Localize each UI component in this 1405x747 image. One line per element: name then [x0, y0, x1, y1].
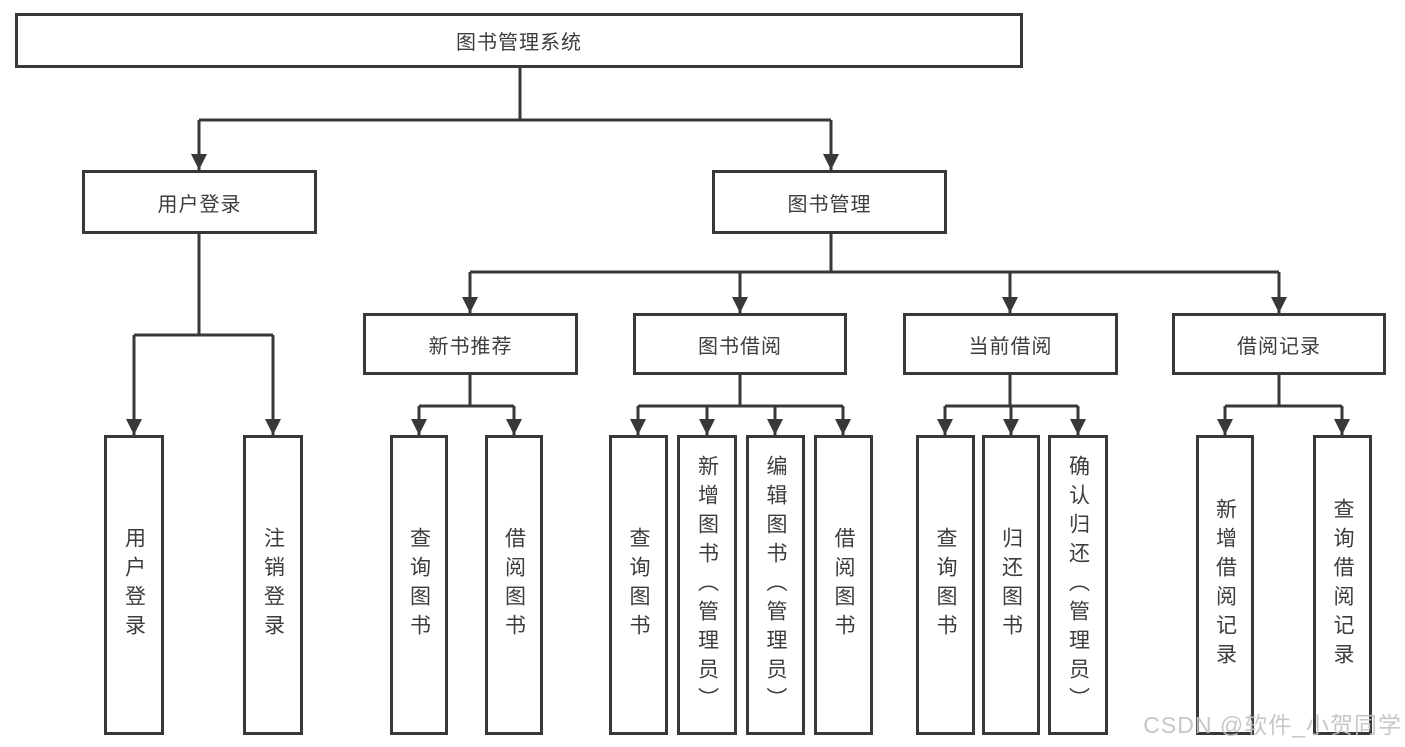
node-user-login-label: 用户登录 [157, 193, 242, 216]
leaf-query-books-2: 查询图书 [609, 435, 668, 735]
leaf-edit-books-admin: 编辑图书（管理员） [746, 435, 805, 735]
leaf-borrow-books-1: 借阅图书 [485, 435, 543, 735]
leaf-add-borrow-record: 新增借阅记录 [1196, 435, 1254, 735]
node-user-login: 用户登录 [82, 170, 317, 234]
node-borrow-records-label: 借阅记录 [1237, 335, 1321, 358]
node-borrow-records: 借阅记录 [1172, 313, 1386, 375]
leaf-user-login-label: 用户登录 [122, 527, 146, 643]
leaf-borrow-books-2: 借阅图书 [814, 435, 873, 735]
leaf-logout-label: 注销登录 [261, 527, 285, 643]
leaf-user-login: 用户登录 [104, 435, 164, 735]
leaf-add-books-admin-label: 新增图书（管理员） [695, 454, 719, 716]
node-new-book-recommend: 新书推荐 [363, 313, 578, 375]
leaf-confirm-return-admin: 确认归还（管理员） [1048, 435, 1108, 735]
leaf-query-borrow-record-label: 查询借阅记录 [1331, 498, 1354, 672]
leaf-query-books-1-label: 查询图书 [407, 527, 431, 643]
leaf-edit-books-admin-label: 编辑图书（管理员） [764, 454, 787, 716]
leaf-add-books-admin: 新增图书（管理员） [677, 435, 737, 735]
leaf-return-books-label: 归还图书 [999, 527, 1023, 643]
node-book-management: 图书管理 [712, 170, 947, 234]
leaf-query-books-3: 查询图书 [916, 435, 975, 735]
leaf-query-borrow-record: 查询借阅记录 [1313, 435, 1372, 735]
leaf-return-books: 归还图书 [982, 435, 1040, 735]
leaf-query-books-3-label: 查询图书 [934, 527, 957, 643]
connector-group [126, 68, 1350, 435]
node-book-borrow: 图书借阅 [633, 313, 847, 375]
leaf-add-borrow-record-label: 新增借阅记录 [1213, 498, 1237, 672]
node-book-management-label: 图书管理 [787, 193, 872, 216]
node-current-borrow-label: 当前借阅 [968, 335, 1053, 358]
node-library-system: 图书管理系统 [15, 13, 1023, 68]
watermark: CSDN @软件_小贺同学 [1143, 712, 1402, 738]
leaf-confirm-return-admin-label: 确认归还（管理员） [1066, 454, 1090, 716]
leaf-query-books-1: 查询图书 [390, 435, 448, 735]
leaf-borrow-books-2-label: 借阅图书 [832, 527, 855, 643]
node-current-borrow: 当前借阅 [903, 313, 1118, 375]
node-book-borrow-label: 图书借阅 [698, 335, 782, 358]
leaf-query-books-2-label: 查询图书 [627, 527, 650, 643]
leaf-borrow-books-1-label: 借阅图书 [502, 527, 526, 643]
leaf-logout: 注销登录 [243, 435, 303, 735]
node-library-system-label: 图书管理系统 [456, 32, 582, 54]
node-new-book-recommend-label: 新书推荐 [428, 335, 513, 358]
